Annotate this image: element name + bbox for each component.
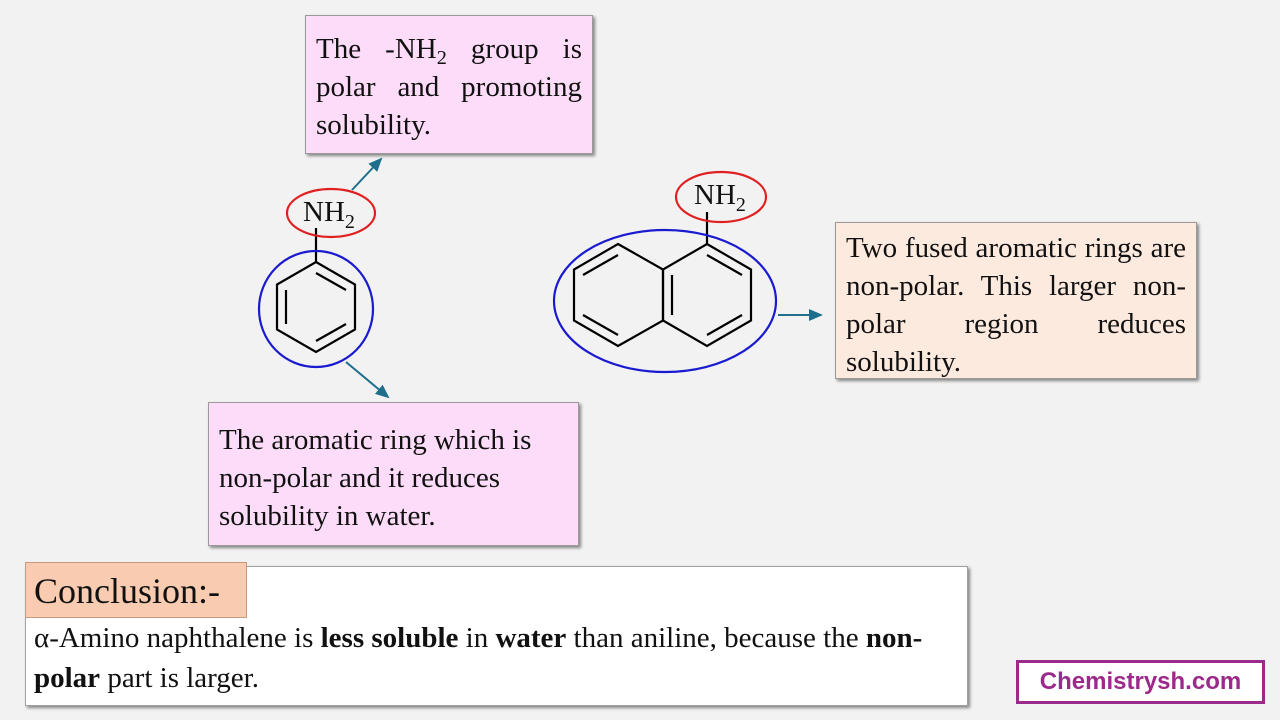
- nh2-subscript: 2: [345, 211, 355, 233]
- note-text: Two fused aromatic rings are non-polar. …: [846, 232, 1186, 378]
- conclusion-text: α-Amino naphthalene is less soluble in w…: [34, 618, 954, 698]
- polar-group-circle: [674, 170, 768, 224]
- text: part is larger.: [100, 662, 259, 694]
- nh2-polar-note: The -NH2 group is polar and promoting so…: [305, 15, 593, 154]
- nonpolar-rings-circle: [552, 228, 778, 374]
- site-logo[interactable]: Chemistrysh.com: [1016, 660, 1265, 704]
- aromatic-ring-note: The aromatic ring which is non-polar and…: [208, 402, 579, 546]
- aniline-structure: [275, 228, 357, 354]
- arrow-to-nh2-box: [351, 157, 383, 191]
- naphthylamine-structure: [572, 212, 753, 348]
- nh2-text: NH: [303, 196, 345, 228]
- note-subscript: 2: [436, 47, 447, 70]
- emphasis: water: [495, 622, 567, 654]
- fused-rings-note: Two fused aromatic rings are non-polar. …: [835, 222, 1197, 379]
- nh2-text: NH: [694, 179, 736, 211]
- aniline-nh2-label: NH2: [303, 196, 355, 233]
- note-text: group is polar and promoting solubility.: [316, 33, 582, 141]
- conclusion-label: Conclusion:-: [25, 562, 247, 618]
- text: in: [458, 622, 496, 654]
- naphthylamine-nh2-label: NH2: [694, 179, 746, 216]
- emphasis: non-polar: [34, 622, 923, 694]
- arrow-to-ring-box: [345, 361, 390, 399]
- text: α-Amino naphthalene is: [34, 622, 321, 654]
- text: than aniline, because the: [566, 622, 866, 654]
- nh2-subscript: 2: [736, 194, 746, 216]
- nonpolar-ring-circle: [257, 249, 375, 369]
- note-text: The aromatic ring which is non-polar and…: [219, 424, 532, 532]
- emphasis: less soluble: [320, 622, 459, 654]
- note-text: The -NH: [316, 33, 437, 65]
- polar-group-circle: [285, 187, 377, 239]
